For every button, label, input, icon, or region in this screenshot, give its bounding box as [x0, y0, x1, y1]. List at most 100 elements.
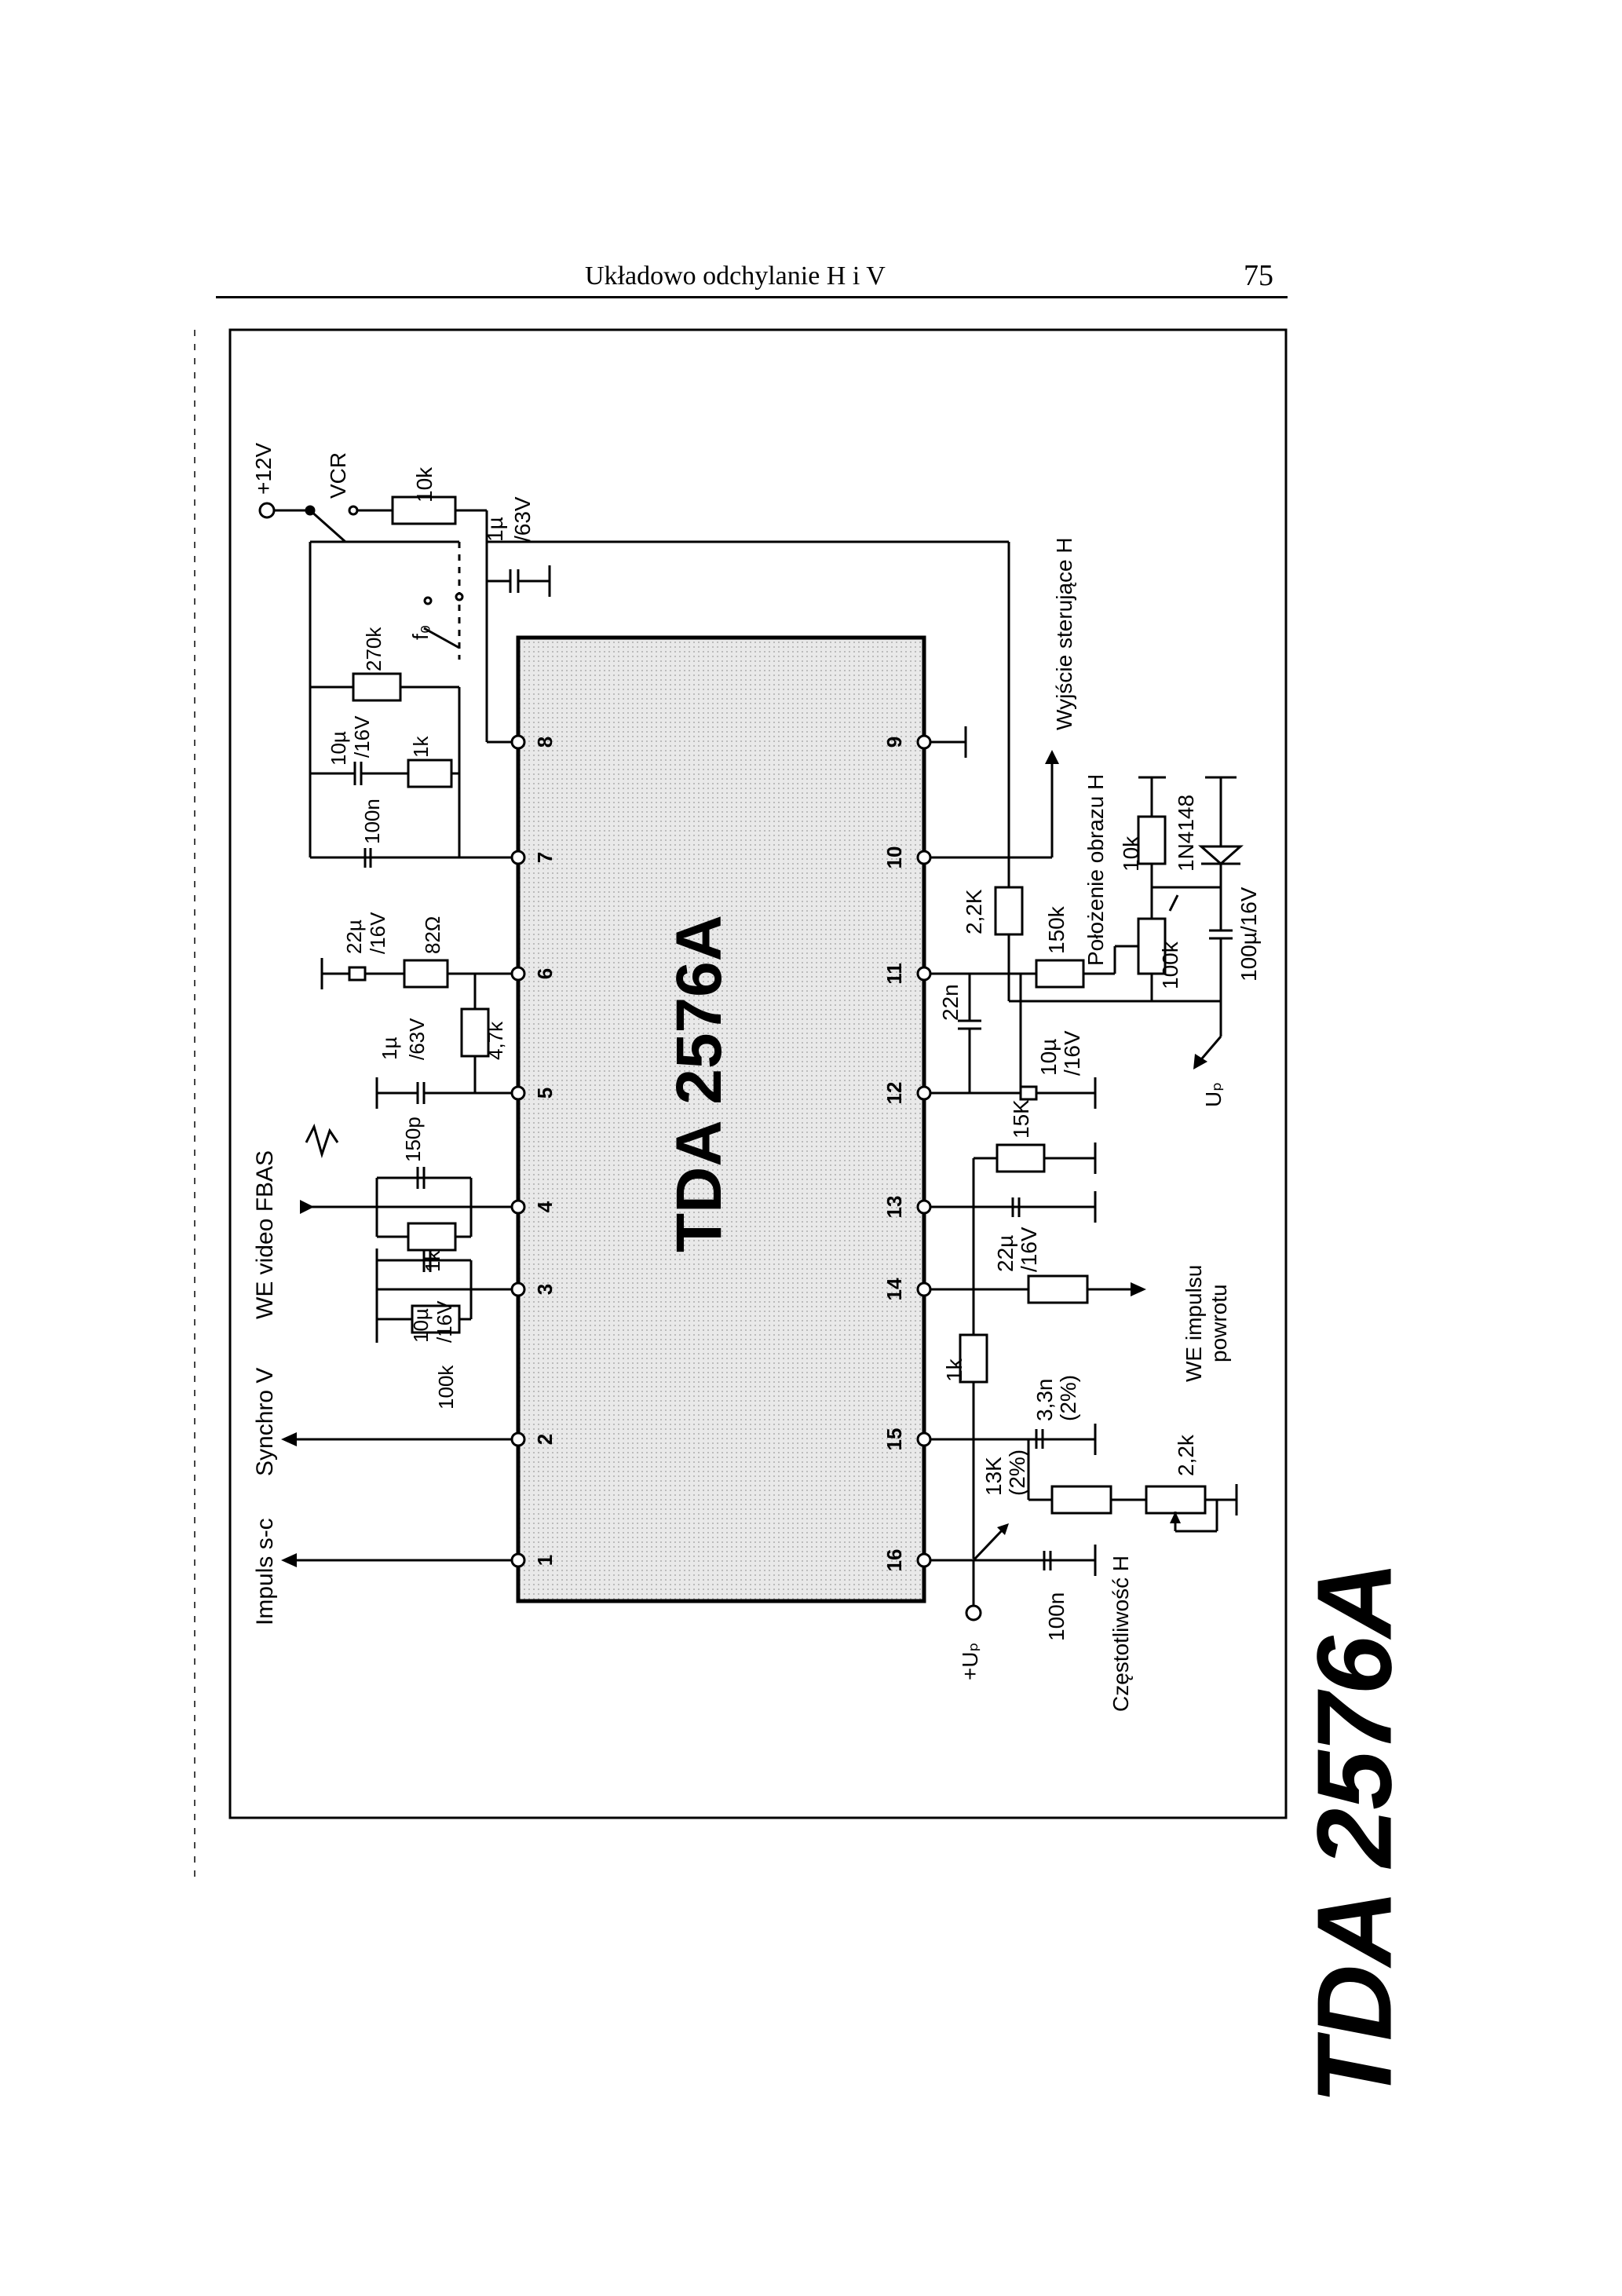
pin16-network: [930, 1523, 1097, 1621]
pin-label-14: 14: [882, 1278, 906, 1300]
label-r-270k: 270k: [362, 627, 385, 671]
label-d-1n4148: 1N4148: [1174, 795, 1198, 872]
pin-label-3: 3: [533, 1284, 557, 1295]
pin-label-2: 2: [533, 1434, 557, 1445]
label-c-10u-p12-b: /16V: [1060, 1030, 1084, 1076]
impuls-sc-output: [281, 1553, 512, 1567]
label-r-22k-p10: 2,2K: [962, 889, 986, 934]
label-pot-100k: 100k: [1158, 941, 1182, 989]
label-r-82: 82Ω: [421, 916, 444, 954]
pin15-network: [930, 1424, 1238, 1533]
label-r-15k: 15K: [1009, 1099, 1033, 1139]
label-c-10u-p3-b: /16V: [433, 1300, 456, 1343]
label-c-1u-top-b: /63V: [510, 496, 535, 542]
plus-up-label: +Uₚ: [958, 1642, 982, 1680]
resistor-100k: [411, 1304, 461, 1334]
label-c-100n-p16: 100n: [1044, 1592, 1069, 1641]
pin13-network: [930, 1143, 1097, 1559]
label-c-10u-p7-a: 10µ: [327, 731, 350, 766]
pin11-network: [930, 776, 1244, 1093]
up-right-label: Uₚ: [1201, 1082, 1226, 1107]
pin7-8-network: [309, 510, 512, 868]
pin-label-12: 12: [882, 1082, 906, 1105]
label-r-150k: 150k: [1044, 905, 1069, 954]
diagram-frame: [228, 328, 1288, 1819]
resistor-1k-p7: [407, 759, 453, 788]
resistor-pin14-input: [1027, 1274, 1089, 1304]
pin-label-10: 10: [882, 846, 906, 869]
wyjscie-h-label: Wyjście sterujące H: [1052, 537, 1076, 730]
chip-name-large: TDA 2576A: [1295, 1563, 1414, 2104]
plus12v-label: +12V: [251, 443, 276, 495]
label-c-1u-p5-b: /63V: [405, 1018, 429, 1060]
pin-label-6: 6: [533, 968, 557, 979]
label-r-47k: 4,7k: [484, 1021, 507, 1060]
resistor-2k2-p10: [994, 886, 1024, 936]
pin-label-13: 13: [882, 1196, 906, 1219]
label-c-10u-p12-a: 10µ: [1036, 1039, 1061, 1076]
pin-label-5: 5: [533, 1088, 557, 1099]
pin-label-4: 4: [533, 1201, 557, 1212]
resistor-82: [403, 959, 449, 989]
resistor-1k-p4: [407, 1222, 457, 1252]
impuls-sc-label: Impuls s-c: [252, 1518, 278, 1625]
pin-label-9: 9: [882, 737, 906, 748]
label-c-10u-p3-a: 10µ: [409, 1308, 433, 1343]
resistor-270k: [352, 672, 402, 702]
label-c-22u-p6-b: /16V: [366, 912, 389, 954]
synchro-v-label: Synchro V: [252, 1368, 278, 1476]
page-header-title: Układowo odchylanie H i V: [585, 261, 886, 291]
pin5-network: [375, 974, 512, 1109]
pin-label-15: 15: [882, 1428, 906, 1451]
label-r-1k-p7: 1k: [409, 736, 433, 758]
chip-name-inside: TDA 2576A: [663, 915, 735, 1252]
label-r-13k-b: (2%): [1005, 1450, 1029, 1496]
label-r-13k-a: 13K: [981, 1457, 1006, 1496]
top-supply-network: [258, 495, 551, 649]
label-r-10k-right: 10k: [1119, 835, 1143, 872]
resistor-150k: [1035, 959, 1085, 989]
pin10-network: [487, 540, 1059, 1001]
pot-2k2: [1145, 1485, 1207, 1515]
label-c-100n-p7: 100n: [360, 799, 384, 844]
label-c-22u-p6-a: 22µ: [342, 919, 366, 954]
label-c-33n-b: (2%): [1056, 1375, 1080, 1421]
f0-label: f₀: [408, 625, 433, 640]
pin9-ground: [930, 726, 967, 758]
label-c-22u-p13-a: 22µ: [993, 1235, 1017, 1272]
label-pot-22k: 2,2k: [1174, 1434, 1198, 1476]
label-c-150p: 150p: [401, 1117, 425, 1162]
we-video-label: WE video FBAS: [252, 1150, 278, 1319]
pin6-network: [320, 958, 512, 989]
pin12-network: [930, 974, 1097, 1109]
pin4-network: [300, 1123, 512, 1252]
polozenie-h-label: Położenie obrazu H: [1083, 774, 1108, 966]
pin14-network: [930, 1274, 1146, 1439]
label-r-1k-p14: 1k: [942, 1358, 966, 1382]
pin-label-1: 1: [533, 1555, 557, 1566]
pin-label-16: 16: [882, 1549, 906, 1572]
pin-label-11: 11: [882, 963, 906, 985]
pin3-network: [375, 1249, 512, 1343]
label-r-100k-p3: 100k: [434, 1365, 458, 1409]
resistor-4k7: [460, 1007, 490, 1058]
czestotliwosc-label: Częstotliwość H: [1109, 1556, 1133, 1712]
pin-label-7: 7: [533, 852, 557, 863]
label-r-1k-p4: 1k: [421, 1250, 444, 1272]
label-c-22n: 22n: [938, 984, 963, 1021]
label-c-1u-top-a: 1µ: [483, 517, 507, 542]
ic-body: [516, 635, 926, 1603]
page-header: Układowo odchylanie H i V 75: [216, 255, 1288, 298]
label-c-22u-p13-b: /16V: [1017, 1227, 1041, 1272]
label-c-100u: 100µ/16V: [1237, 887, 1261, 982]
label-r-10k-top: 10k: [412, 466, 437, 503]
pin-numbers: 1 2 3 4 5 6 7 8 9 10 11 12 13 14 15 16: [533, 737, 906, 1572]
label-c-1u-p5-a: 1µ: [378, 1037, 401, 1060]
page-number: 75: [1244, 259, 1273, 292]
vcr-label: VCR: [326, 452, 350, 499]
label-c-33n-a: 3,3n: [1032, 1379, 1057, 1422]
resistor-13k: [1050, 1485, 1112, 1515]
powrotu-label: powrotu: [1207, 1284, 1231, 1362]
resistor-15k: [995, 1143, 1046, 1173]
